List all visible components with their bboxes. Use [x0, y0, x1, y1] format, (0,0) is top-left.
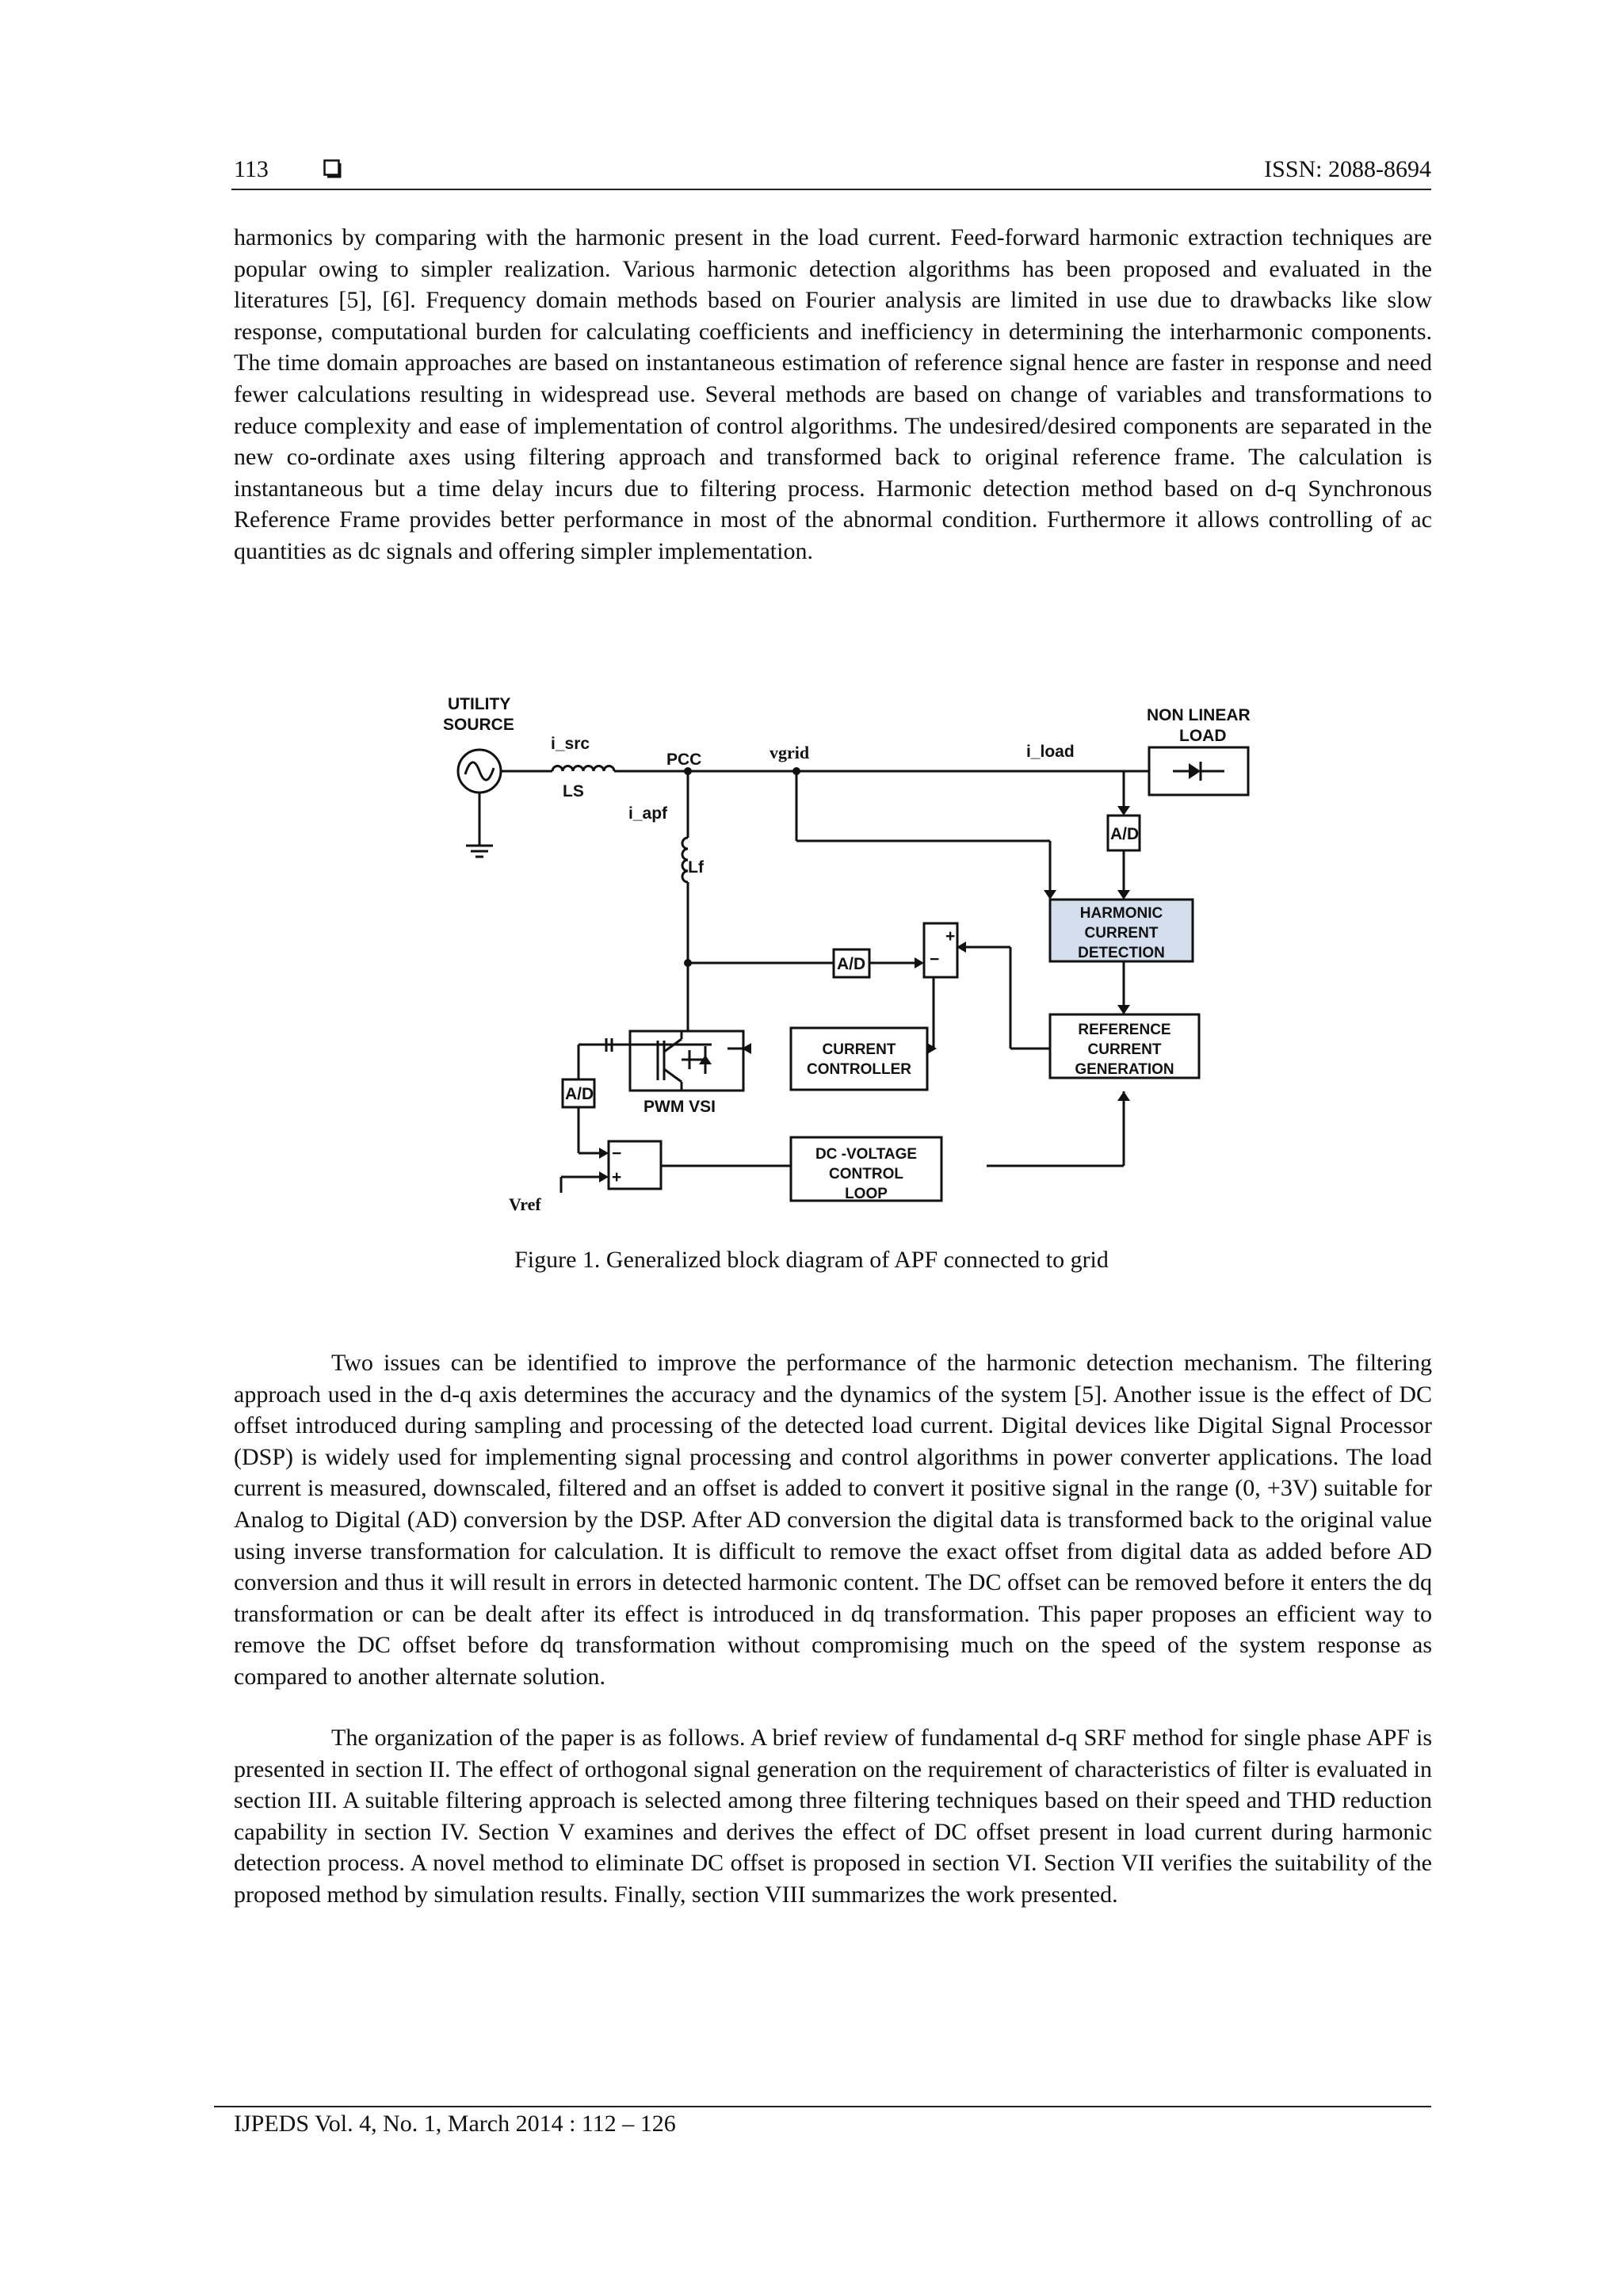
- hcd-line-1: HARMONIC: [1080, 905, 1163, 922]
- label-nonlinear: NON LINEAR: [1147, 706, 1251, 724]
- rcg-line-3: GENERATION: [1075, 1061, 1174, 1078]
- nonlinear-load-box: [1148, 746, 1250, 797]
- dcv-line-1: DC -VOLTAGE: [815, 1146, 917, 1163]
- label-pwm-vsi: PWM VSI: [643, 1098, 716, 1116]
- ad-converter-dc: [561, 1078, 596, 1109]
- label-minus-current: −: [930, 950, 939, 968]
- rcg-line-1: REFERENCE: [1078, 1022, 1170, 1038]
- label-i-src: i_src: [551, 735, 590, 753]
- apf-node: [684, 959, 692, 967]
- label-ad-apf: A/D: [837, 955, 865, 973]
- figure-caption: Figure 1. Generalized block diagram of A…: [514, 1247, 1109, 1273]
- vgrid-node: [792, 767, 800, 775]
- label-utility: UTILITY: [448, 695, 510, 713]
- reference-current-generation-block: [1048, 1013, 1201, 1079]
- label-plus-current: +: [945, 927, 955, 946]
- summer-current: [922, 922, 959, 979]
- page-number: 113: [234, 156, 269, 182]
- hcd-line-2: CURRENT: [1085, 925, 1159, 942]
- dc-voltage-control-loop-block: [789, 1136, 943, 1202]
- pcc-node: [684, 767, 692, 775]
- rcg-line-2: CURRENT: [1088, 1041, 1162, 1058]
- label-i-apf: i_apf: [628, 804, 668, 823]
- label-source: SOURCE: [443, 716, 514, 734]
- label-ad-load: A/D: [1110, 825, 1139, 843]
- dcv-line-3: LOOP: [845, 1186, 888, 1202]
- label-vgrid: vgrid: [769, 743, 809, 762]
- square-bullet-icon: [323, 159, 342, 178]
- inductor-lf: [681, 836, 689, 884]
- body-paragraph-1: harmonics by comparing with the harmonic…: [234, 224, 1432, 564]
- body-paragraph-3: The organization of the paper is as foll…: [234, 1725, 1432, 1908]
- footer-rule: [214, 2106, 1431, 2107]
- journal-issn: ISSN: 2088-8694: [1264, 156, 1431, 182]
- summer-dc: [607, 1140, 663, 1190]
- footer-citation: IJPEDS Vol. 4, No. 1, March 2014 : 112 –…: [234, 2111, 676, 2137]
- hcd-line-3: DETECTION: [1078, 945, 1165, 961]
- label-vref: Vref: [509, 1194, 541, 1214]
- inductor-ls: [551, 765, 616, 772]
- header-rule: [231, 189, 1431, 190]
- label-load: LOAD: [1179, 727, 1227, 745]
- apf-block-diagram: UTILITY SOURCE i_src LS PCC vgrid i_load…: [443, 695, 1251, 1214]
- ad-converter-apf: [832, 948, 871, 979]
- dcv-line-2: CONTROL: [829, 1166, 903, 1182]
- label-plus-dc: +: [612, 1168, 621, 1186]
- harmonic-current-detection-block: [1048, 898, 1194, 963]
- label-pcc: PCC: [666, 751, 701, 769]
- ad-converter-load: [1106, 814, 1141, 852]
- label-i-load: i_load: [1026, 743, 1075, 761]
- label-minus-dc: −: [612, 1144, 621, 1163]
- label-ad-dc: A/D: [565, 1085, 594, 1103]
- current-controller-block: [789, 1026, 929, 1091]
- pwm-vsi-box: [628, 1030, 745, 1092]
- cc-line-1: CURRENT: [823, 1041, 896, 1058]
- cc-line-2: CONTROLLER: [807, 1061, 911, 1078]
- label-lf: Lf: [688, 858, 705, 877]
- label-ls: LS: [563, 782, 584, 800]
- body-paragraph-2: Two issues can be identified to improve …: [234, 1350, 1432, 1690]
